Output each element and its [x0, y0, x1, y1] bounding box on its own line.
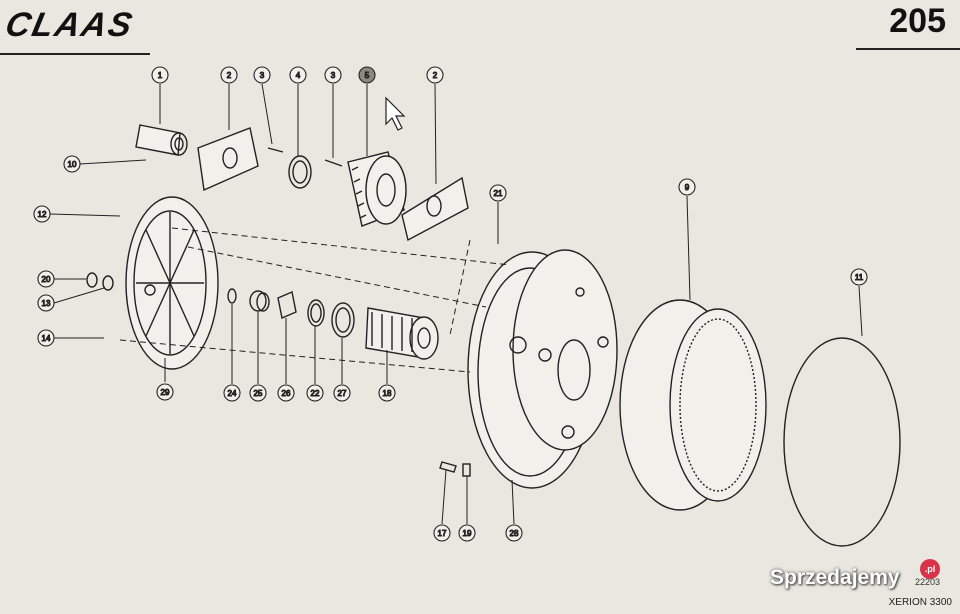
- callout-25: 25: [249, 384, 267, 402]
- svg-text:27: 27: [338, 389, 347, 398]
- callout-22: 22: [306, 384, 324, 402]
- svg-text:3: 3: [260, 71, 265, 80]
- part-shim-26: [277, 291, 297, 319]
- part-pin: [135, 124, 188, 156]
- drawing-code: 22203: [914, 577, 940, 587]
- callouts: 1 2 3 4 3 5 2 10 12 21 9 11 20 13 14 29 …: [33, 66, 868, 542]
- part-housing: [467, 249, 618, 489]
- pointer-arrow-icon: [385, 96, 406, 131]
- svg-text:26: 26: [282, 389, 291, 398]
- claas-logo: CLAAS: [2, 6, 138, 44]
- svg-text:12: 12: [38, 210, 47, 219]
- part-small-pin-left: [267, 147, 284, 153]
- svg-text:20: 20: [42, 275, 51, 284]
- logo-underline: [0, 53, 150, 55]
- svg-text:11: 11: [855, 273, 864, 282]
- svg-text:13: 13: [42, 299, 51, 308]
- svg-text:5: 5: [365, 71, 370, 80]
- svg-text:2: 2: [433, 71, 438, 80]
- part-ring-24: [227, 288, 237, 304]
- part-circlip: [783, 337, 901, 547]
- svg-text:19: 19: [463, 529, 472, 538]
- svg-text:18: 18: [383, 389, 392, 398]
- callout-1: 1: [151, 66, 169, 84]
- callout-29: 29: [156, 383, 174, 401]
- svg-text:25: 25: [254, 389, 263, 398]
- callout-9: 9: [678, 178, 696, 196]
- callout-13: 13: [37, 294, 55, 312]
- callout-2: 2: [426, 66, 444, 84]
- callout-27: 27: [333, 384, 351, 402]
- svg-text:24: 24: [228, 389, 237, 398]
- part-plate-left: [197, 127, 259, 192]
- svg-text:29: 29: [161, 388, 170, 397]
- svg-text:4: 4: [296, 71, 301, 80]
- svg-text:2: 2: [227, 71, 232, 80]
- callout-11: 11: [850, 268, 868, 286]
- part-plate-right: [401, 176, 469, 242]
- assembly-lines: [119, 227, 511, 373]
- callout-21: 21: [489, 184, 507, 202]
- leader-lines: [49, 83, 863, 525]
- part-nipple-19: [462, 463, 471, 477]
- part-ring-4: [288, 155, 312, 189]
- model-name: XERION 3300: [888, 597, 952, 608]
- part-bolt-20: [86, 272, 98, 288]
- svg-text:28: 28: [510, 529, 519, 538]
- callout-19: 19: [458, 524, 476, 542]
- callout-12: 12: [33, 205, 51, 223]
- part-washer-13: [102, 275, 114, 291]
- part-screw-17: [439, 461, 457, 473]
- part-ring-22: [307, 299, 325, 327]
- part-bush-25: [249, 290, 270, 312]
- callout-10: 10: [63, 155, 81, 173]
- callout-2: 2: [220, 66, 238, 84]
- callout-3: 3: [324, 66, 342, 84]
- callout-20: 20: [37, 270, 55, 288]
- page-number-underline: [856, 48, 960, 50]
- svg-text:22: 22: [311, 389, 320, 398]
- svg-text:21: 21: [494, 189, 503, 198]
- callout-14: 14: [37, 329, 55, 347]
- part-carrier-disc: [125, 196, 219, 370]
- callout-4: 4: [289, 66, 307, 84]
- callout-18: 18: [378, 384, 396, 402]
- svg-text:17: 17: [438, 529, 447, 538]
- callout-5: 5: [358, 66, 376, 84]
- part-planet-gear: [347, 151, 407, 227]
- part-ring-27: [331, 302, 355, 338]
- callout-26: 26: [277, 384, 295, 402]
- callout-28: 28: [505, 524, 523, 542]
- page-number: 205: [889, 2, 946, 40]
- part-ring-gear: [619, 299, 767, 511]
- callout-3: 3: [253, 66, 271, 84]
- svg-text:9: 9: [685, 183, 690, 192]
- svg-text:10: 10: [68, 160, 77, 169]
- part-small-pin-right: [324, 159, 343, 167]
- svg-text:1: 1: [158, 71, 163, 80]
- callout-17: 17: [433, 524, 451, 542]
- svg-text:14: 14: [42, 334, 51, 343]
- callout-24: 24: [223, 384, 241, 402]
- svg-text:3: 3: [331, 71, 336, 80]
- part-sun-gear: [365, 307, 439, 360]
- watermark-badge: .pl: [920, 559, 940, 579]
- watermark-text: Sprzedajemy: [770, 566, 900, 589]
